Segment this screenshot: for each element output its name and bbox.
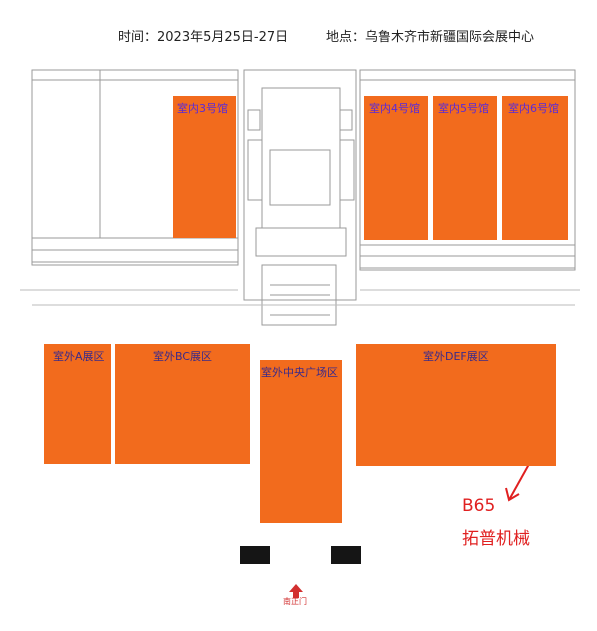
zone-outdoor-center[interactable]: [260, 360, 342, 523]
hall-indoor-3-label: 室内3号馆: [177, 102, 228, 115]
zone-outdoor-center-label: 室外中央广场区: [261, 366, 338, 379]
hall-indoor-4[interactable]: [364, 96, 428, 240]
hall-indoor-3[interactable]: [173, 96, 236, 238]
header: 时间：2023年5月25日-27日 地点：乌鲁木齐市新疆国际会展中心: [0, 26, 597, 46]
zone-outdoor-a[interactable]: [44, 344, 111, 464]
zone-outdoor-bc-label: 室外BC展区: [153, 350, 213, 363]
gate-right: [331, 546, 361, 564]
hall-indoor-5[interactable]: [433, 96, 497, 240]
booth-code: B65: [462, 496, 496, 516]
zone-outdoor-bc[interactable]: [115, 344, 250, 464]
hall-indoor-5-label: 室内5号馆: [438, 102, 489, 115]
zone-outdoor-a-label: 室外A展区: [53, 350, 105, 363]
zone-outdoor-def-label: 室外DEF展区: [423, 350, 489, 363]
booth-company: 拓普机械: [462, 529, 530, 549]
zone-outdoor-def[interactable]: [356, 344, 556, 466]
hall-indoor-6-label: 室内6号馆: [508, 102, 559, 115]
hall-indoor-6[interactable]: [502, 96, 568, 240]
gate-left: [240, 546, 270, 564]
event-time: 时间：2023年5月25日-27日: [118, 30, 289, 45]
event-location: 地点：乌鲁木齐市新疆国际会展中心: [326, 30, 535, 45]
south-main-gate-label: 南正门: [283, 597, 307, 606]
hall-indoor-4-label: 室内4号馆: [369, 102, 420, 115]
